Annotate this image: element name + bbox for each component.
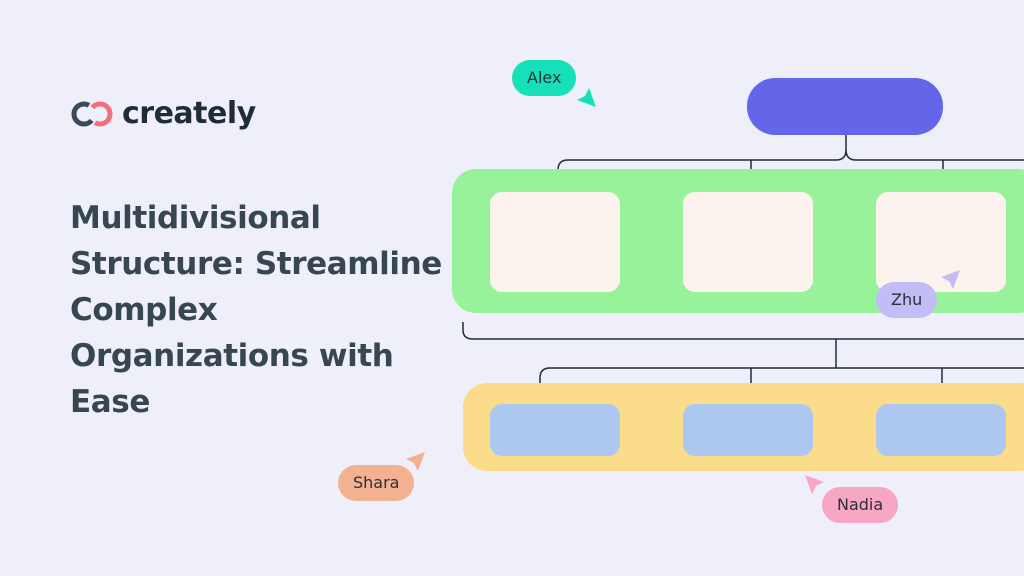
collaborator-label-nadia: Nadia [822,487,899,523]
page-title: Multidivisional Structure: Streamline Co… [70,200,442,420]
cursor-arrow-icon [941,270,960,289]
cursor-arrow-icon [805,475,824,494]
brand-name: creately [122,96,256,131]
top-node[interactable] [747,78,943,135]
unit-card[interactable] [490,404,620,456]
cursor-arrow-icon [577,88,596,107]
collaborator-label-alex: Alex [512,60,577,96]
division-card[interactable] [490,192,620,292]
cursor-arrow-icon [406,452,425,471]
creately-logo: creately [70,94,256,134]
division-card[interactable] [683,192,813,292]
collaborator-label-shara: Shara [338,465,415,501]
creately-logo-icon [71,101,113,127]
collaborator-label-zhu: Zhu [876,282,938,318]
unit-card[interactable] [876,404,1006,456]
unit-card[interactable] [683,404,813,456]
division-card[interactable] [876,192,1006,292]
